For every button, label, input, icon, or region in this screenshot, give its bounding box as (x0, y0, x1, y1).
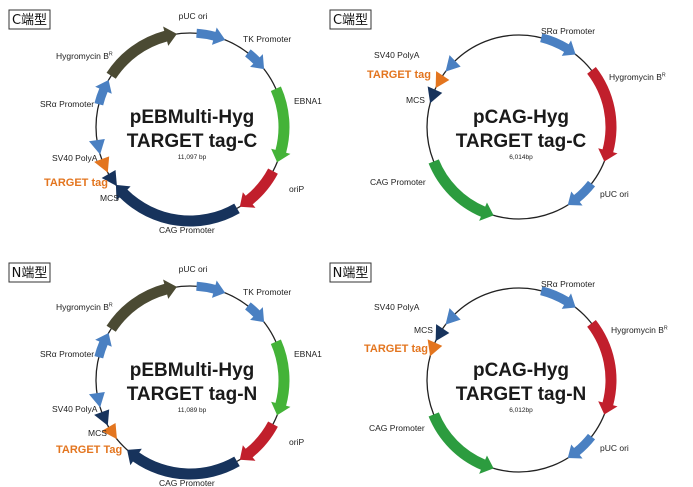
mcs-label: MCS (414, 325, 433, 335)
tk-promoter-arrow (245, 49, 265, 70)
cag-promoter-arrow (428, 412, 494, 474)
hygromycin-b-arrow (587, 66, 618, 162)
plasmid-size: 6,012bp (509, 407, 533, 414)
mcs-marker (435, 324, 450, 342)
hygromycin-b-arrow (106, 26, 177, 79)
sv40-polya-label: SV40 PolyA (374, 302, 420, 312)
sralpha-promoter-arrow (94, 333, 112, 359)
sv40-polya-marker (445, 308, 461, 325)
terminal-tag-box (8, 9, 51, 30)
puc-ori-label: pUC ori (179, 264, 208, 274)
cag-promoter-arrow (127, 448, 240, 480)
orip-arrow (239, 421, 278, 461)
hygromycin-b-label: Hygromycin BR (56, 51, 113, 61)
ebna1-arrow (270, 339, 291, 416)
terminal-tag-label: N端型 (12, 266, 48, 281)
sv40-polya-marker (445, 55, 461, 72)
sv40-polya-marker (88, 391, 105, 408)
plasmid-name-line1: pEBMulti-Hyg (130, 107, 255, 128)
terminal-tag-box (329, 262, 372, 283)
hygromycin-b-label: Hygromycin BR (56, 302, 113, 312)
sralpha-promoter-arrow (540, 33, 576, 56)
cag-promoter-label: CAG Promoter (369, 423, 425, 433)
target-tag-marker (435, 71, 450, 89)
hygromycin-b-arrow (587, 319, 618, 415)
puc-ori-arrow (196, 27, 226, 45)
plasmid-size: 11,089 bp (178, 407, 207, 414)
sralpha-promoter-label: SRα Promoter (541, 26, 595, 36)
plasmid-name-line2: TARGET tag-N (127, 384, 258, 405)
plasmid-name-line1: pCAG-Hyg (473, 107, 569, 128)
tk-promoter-label: TK Promoter (243, 34, 291, 44)
hygromycin-b-label: Hygromycin BR (609, 72, 666, 82)
plasmid-size: 6,014bp (509, 154, 533, 161)
target-tag-label: TARGET tag (364, 343, 428, 355)
orip-arrow (239, 168, 278, 208)
mcs-marker (94, 409, 110, 426)
ebna1-arrow (270, 86, 291, 163)
mcs-label: MCS (406, 95, 425, 105)
sv40-polya-label: SV40 PolyA (374, 50, 420, 60)
cag-promoter-label: CAG Promoter (370, 177, 426, 187)
mcs-label: MCS (100, 193, 119, 203)
plasmid-name-line2: TARGET tag-C (456, 131, 587, 152)
tk-promoter-label: TK Promoter (243, 287, 291, 297)
sv40-polya-marker (88, 138, 105, 155)
plasmid-size: 11,097 bp (178, 154, 207, 161)
hygromycin-b-label: Hygromycin BR (611, 325, 668, 335)
sralpha-promoter-label: SRα Promoter (40, 99, 94, 109)
tk-promoter-arrow (245, 302, 265, 323)
mcs-marker (101, 170, 117, 187)
terminal-tag-label: C端型 (12, 13, 47, 28)
mcs-label: MCS (88, 428, 107, 438)
target-tag-marker (101, 423, 117, 440)
target-tag-marker (94, 156, 110, 173)
terminal-tag-box (8, 262, 51, 283)
plasmid-name-line1: pCAG-Hyg (473, 360, 569, 381)
puc-ori-arrow (567, 180, 596, 206)
orip-label: oriP (289, 437, 304, 447)
cag-promoter-label: CAG Promoter (159, 225, 215, 235)
puc-ori-label: pUC ori (600, 443, 629, 453)
ebna1-label: EBNA1 (294, 96, 322, 106)
plasmid-name-line1: pEBMulti-Hyg (130, 360, 255, 381)
sralpha-promoter-label: SRα Promoter (541, 279, 595, 289)
target-tag-marker (427, 339, 443, 357)
ebna1-label: EBNA1 (294, 349, 322, 359)
sralpha-promoter-arrow (94, 80, 112, 106)
puc-ori-arrow (196, 280, 226, 298)
terminal-tag-label: N端型 (333, 266, 369, 281)
sv40-polya-label: SV40 PolyA (52, 153, 98, 163)
puc-ori-label: pUC ori (179, 11, 208, 21)
target-tag-label: TARGET tag (44, 177, 108, 189)
cag-promoter-label: CAG Promoter (159, 478, 215, 487)
target-tag-label: TARGET tag (367, 69, 431, 81)
terminal-tag-box (329, 9, 372, 30)
sralpha-promoter-label: SRα Promoter (40, 349, 94, 359)
target-tag-label: TARGET Tag (56, 444, 122, 456)
sralpha-promoter-arrow (540, 286, 576, 309)
sv40-polya-label: SV40 PolyA (52, 404, 98, 414)
hygromycin-b-arrow (106, 279, 177, 332)
mcs-marker (427, 86, 443, 104)
terminal-tag-label: C端型 (333, 13, 368, 28)
cag-promoter-arrow (428, 159, 494, 221)
plasmid-name-line2: TARGET tag-C (127, 131, 258, 152)
orip-label: oriP (289, 184, 304, 194)
puc-ori-label: pUC ori (600, 189, 629, 199)
plasmid-name-line2: TARGET tag-N (456, 384, 587, 405)
puc-ori-arrow (567, 433, 596, 459)
cag-promoter-arrow (115, 184, 240, 227)
